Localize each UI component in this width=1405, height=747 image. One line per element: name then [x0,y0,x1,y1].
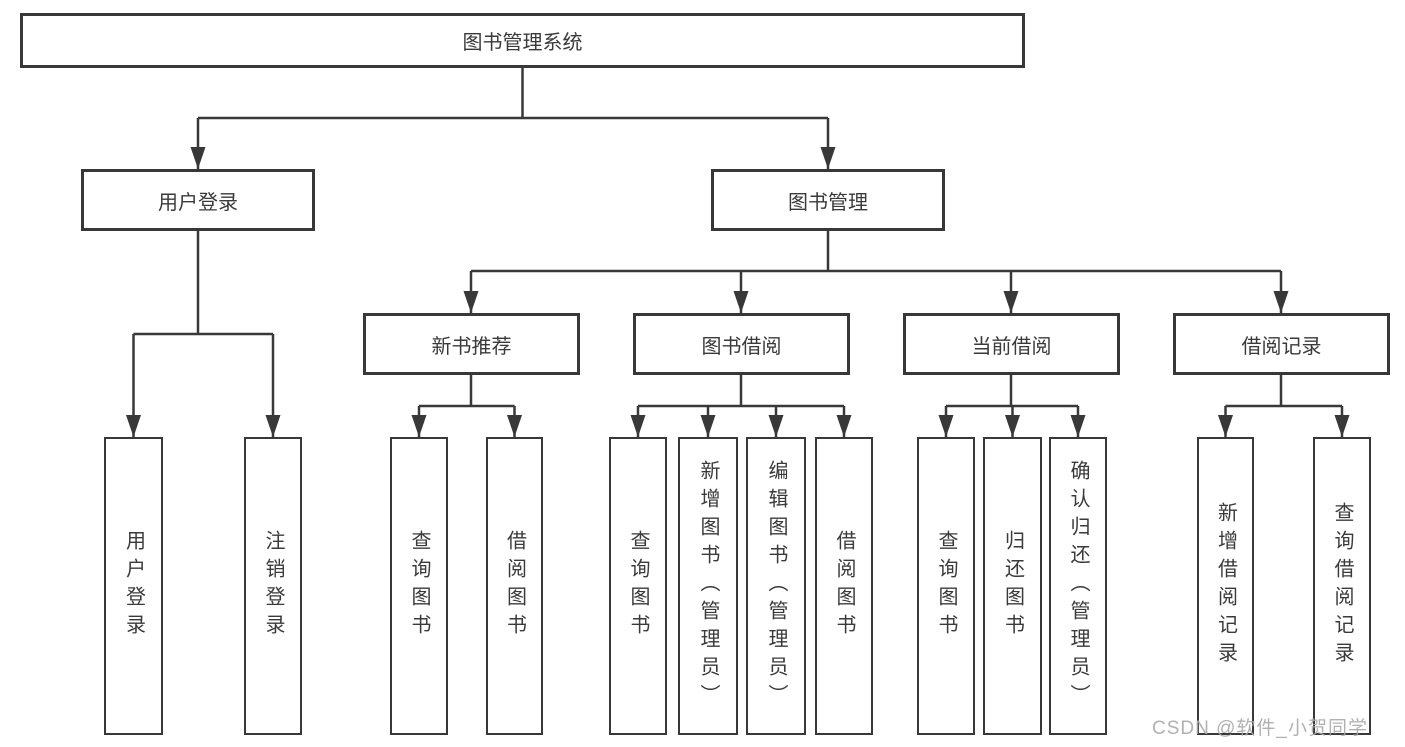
leaf-borrow-books-borrowing: 借阅图书 [815,437,873,735]
leaf-add-borrow-record: 新增借阅记录 [1197,437,1254,735]
leaf-label: 新增借阅记录 [1214,502,1237,670]
leaf-return-book: 归还图书 [983,437,1042,735]
leaf-label: 查询图书 [408,530,430,642]
leaf-edit-book-admin: 编辑图书（管理员） [746,437,806,735]
node-user-login-branch: 用户登录 [81,169,315,231]
tree-trunk-lines [133,68,1342,408]
leaf-query-borrow-record: 查询借阅记录 [1313,437,1371,735]
leaf-label: 查询借阅记录 [1331,502,1353,670]
leaf-query-books-current: 查询图书 [917,437,975,735]
node-root-system: 图书管理系统 [20,13,1025,68]
leaf-label: 确认归还（管理员） [1067,460,1089,712]
leaf-label: 查询图书 [935,530,957,642]
leaf-borrow-books-recommend: 借阅图书 [486,437,543,735]
leaf-label: 注销登录 [262,530,284,642]
leaf-confirm-return-admin: 确认归还（管理员） [1049,437,1107,735]
leaf-add-book-admin: 新增图书（管理员） [678,437,738,735]
leaf-label: 借阅图书 [833,530,855,642]
node-new-book-recommend: 新书推荐 [363,313,580,375]
leaf-label: 新增图书（管理员） [697,460,719,712]
leaf-user-login: 用户登录 [104,437,163,735]
leaf-label: 用户登录 [122,530,145,642]
leaf-logout: 注销登录 [244,437,302,735]
arrow-lines [126,118,1350,437]
node-book-management-branch: 图书管理 [711,169,945,231]
leaf-label: 借阅图书 [503,530,526,642]
node-current-borrowing: 当前借阅 [903,313,1120,375]
leaf-label: 查询图书 [627,530,649,642]
node-borrowing-records: 借阅记录 [1173,313,1390,375]
leaf-label: 编辑图书（管理员） [765,460,787,712]
leaf-label: 归还图书 [1001,530,1024,642]
leaf-query-books-recommend: 查询图书 [390,437,448,735]
csdn-watermark: CSDN @软件_小贺同学 [1152,718,1368,739]
node-book-borrowing: 图书借阅 [633,313,850,375]
leaf-query-books-borrowing: 查询图书 [609,437,667,735]
